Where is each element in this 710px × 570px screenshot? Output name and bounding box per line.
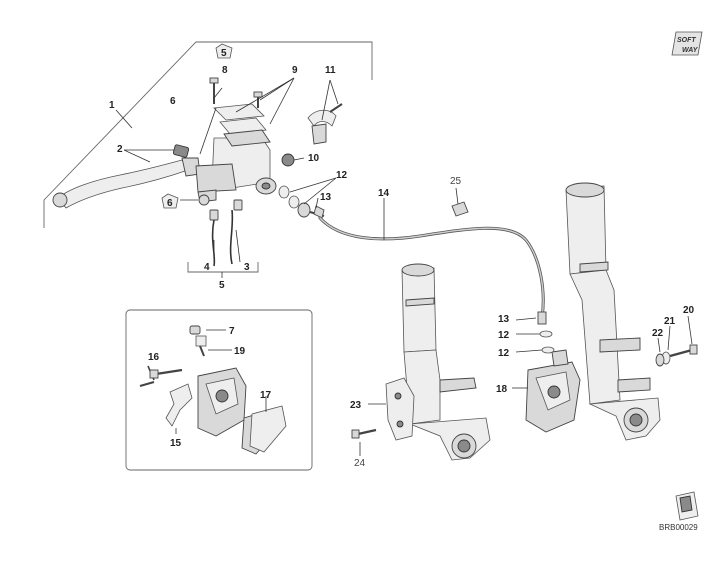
washer-6 (198, 194, 210, 206)
callout-19: 19 (234, 346, 246, 357)
logo-line-1: SOFT (677, 37, 696, 44)
clamp-11 (307, 103, 343, 145)
brake-pads (241, 396, 287, 455)
callout-4: 4 (204, 262, 210, 273)
callout-1: 1 (109, 100, 115, 111)
callout-17: 17 (260, 390, 272, 401)
callout-9: 9 (292, 65, 298, 76)
caliper-inset (197, 367, 247, 437)
callout-12-low: 12 (498, 348, 510, 359)
drawing-reference-icon (675, 491, 699, 521)
badge-5-shape (215, 43, 233, 59)
callout-8: 8 (222, 65, 228, 76)
logo-line-2: WAY (682, 47, 699, 54)
callout-3: 3 (244, 262, 250, 273)
callout-14: 14 (378, 188, 390, 199)
callout-13-top: 13 (320, 192, 332, 203)
caliper-detail-inset (125, 309, 313, 471)
callout-20: 20 (683, 305, 695, 316)
callout-6-badge: 6 (167, 198, 173, 209)
brake-hose (318, 198, 545, 320)
callout-10: 10 (308, 153, 320, 164)
banjo-fitting-bottom (515, 311, 555, 354)
bolt-24 (351, 428, 377, 456)
callout-5-badge: 5 (221, 48, 227, 59)
pad-pin (139, 365, 183, 387)
softway-logo: SOFT WAY (671, 31, 703, 56)
callout-24: 24 (354, 458, 366, 469)
fork-leg-right (565, 182, 661, 441)
lever-bushing (172, 144, 190, 158)
callout-5: 5 (219, 280, 225, 291)
callout-15: 15 (170, 438, 182, 449)
screw-8 (209, 77, 219, 104)
group-bracket-5 (187, 262, 259, 273)
hose-clip-25 (451, 187, 469, 217)
caliper-bracket (368, 377, 415, 441)
callout-6: 6 (170, 96, 176, 107)
callout-11: 11 (325, 65, 336, 76)
bolt-assembly-20 (655, 315, 698, 367)
assembly-bracket-1 (43, 41, 373, 228)
callout-25: 25 (450, 176, 462, 187)
callout-13-bottom: 13 (498, 314, 510, 325)
callout-12-mid: 12 (498, 330, 510, 341)
callout-12-top: 12 (336, 170, 348, 181)
callout-16: 16 (148, 352, 160, 363)
badge-6-shape (161, 193, 179, 209)
callout-18: 18 (496, 384, 508, 395)
callout-23: 23 (350, 400, 362, 411)
pad-spring (165, 383, 193, 434)
screw-9 (253, 91, 263, 108)
callout-22: 22 (652, 328, 664, 339)
callout-2: 2 (117, 144, 123, 155)
master-cylinder (195, 103, 277, 195)
drawing-code: BRB00029 (659, 523, 698, 532)
callout-21: 21 (664, 316, 676, 327)
caliper-right (512, 349, 581, 433)
bleed-screw (189, 325, 232, 357)
fork-leg-left (401, 263, 491, 461)
brake-lever (52, 149, 201, 209)
callout-7: 7 (229, 326, 235, 337)
nut-10 (281, 153, 295, 167)
